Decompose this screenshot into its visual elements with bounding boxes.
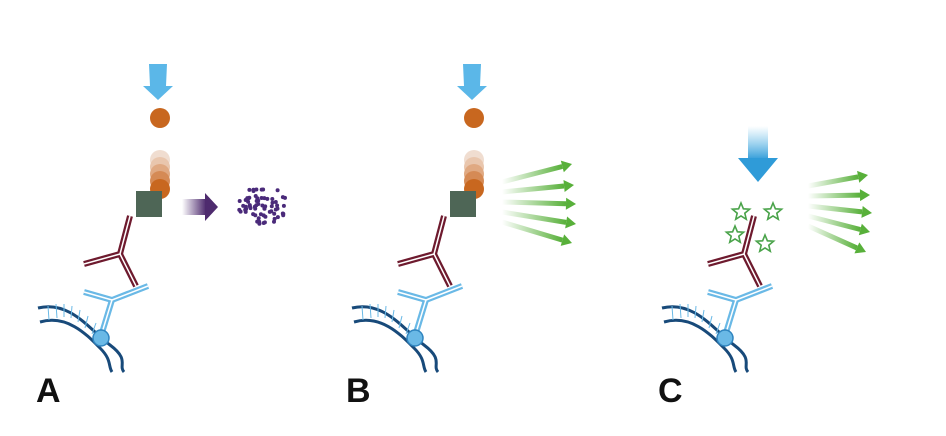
particle bbox=[247, 187, 252, 192]
fluorophore-star-icon bbox=[724, 200, 784, 254]
panel-a bbox=[37, 64, 287, 373]
enzyme-square-icon bbox=[136, 191, 162, 217]
emission-arrowhead bbox=[560, 160, 572, 173]
particle bbox=[280, 195, 285, 200]
panel-label-b: B bbox=[346, 372, 371, 410]
capture-node-icon bbox=[716, 329, 734, 347]
emission-arrowhead bbox=[861, 205, 872, 218]
fluorophore-star bbox=[730, 200, 752, 222]
particle bbox=[251, 187, 256, 192]
emission-arrow bbox=[501, 219, 564, 243]
emission-arrow bbox=[806, 223, 858, 251]
dna-strand-icon bbox=[37, 303, 126, 373]
dna-strand-icon bbox=[661, 303, 750, 373]
particle bbox=[260, 203, 265, 208]
emission-arrowhead bbox=[854, 242, 866, 254]
particle bbox=[256, 216, 261, 221]
particle bbox=[273, 207, 278, 212]
particle bbox=[248, 204, 252, 209]
emission-arrowhead bbox=[857, 170, 868, 183]
particle bbox=[243, 204, 248, 209]
emission-arrow bbox=[501, 183, 565, 195]
capture-node-icon bbox=[406, 329, 424, 347]
particle bbox=[267, 209, 272, 214]
particle bbox=[254, 199, 259, 203]
particle bbox=[281, 203, 286, 208]
dna-strand-icon bbox=[351, 303, 440, 373]
particle bbox=[269, 204, 274, 209]
emission-arrowhead bbox=[565, 216, 576, 229]
emission-arrows-icon bbox=[806, 170, 872, 254]
panel-label-c: C bbox=[658, 372, 683, 410]
emission-arrow bbox=[807, 174, 859, 189]
particle bbox=[253, 213, 258, 218]
emission-arrow bbox=[501, 199, 567, 207]
particle bbox=[253, 194, 258, 198]
particle bbox=[257, 221, 262, 226]
particle bbox=[273, 200, 278, 204]
fluorophore-star bbox=[724, 223, 746, 245]
particle bbox=[237, 199, 242, 203]
fluorophore-star bbox=[762, 200, 784, 222]
panel-c bbox=[661, 126, 872, 373]
particle bbox=[272, 216, 277, 221]
particle bbox=[254, 203, 259, 208]
particle bbox=[262, 220, 267, 225]
bead-icon bbox=[150, 108, 170, 128]
incident-light-arrow-icon bbox=[738, 126, 778, 182]
emission-arrow bbox=[807, 203, 863, 215]
particle bbox=[259, 187, 264, 192]
particle bbox=[262, 196, 267, 201]
particle bbox=[265, 196, 270, 201]
bead-stack bbox=[150, 150, 170, 199]
particle bbox=[245, 196, 250, 201]
emission-arrow bbox=[807, 213, 861, 232]
particle bbox=[237, 207, 242, 212]
product-arrow-icon bbox=[182, 193, 218, 221]
incident-light-arrow-icon bbox=[457, 64, 487, 100]
enzyme-square-icon bbox=[450, 191, 476, 217]
particle bbox=[270, 197, 275, 201]
particle bbox=[270, 200, 275, 205]
emission-arrow bbox=[501, 209, 567, 225]
particle bbox=[281, 213, 286, 218]
particle bbox=[272, 211, 277, 216]
detection-antibody-icon bbox=[83, 215, 139, 288]
particle bbox=[246, 199, 251, 204]
detection-antibody-icon bbox=[397, 215, 453, 288]
emission-arrowhead bbox=[560, 234, 572, 246]
emission-arrowhead bbox=[563, 179, 574, 192]
fluorophore-star bbox=[754, 232, 776, 254]
panel-label-a: A bbox=[36, 372, 61, 410]
emission-arrow bbox=[501, 164, 563, 185]
particle-cloud-icon bbox=[237, 187, 287, 226]
capture-node-icon bbox=[92, 329, 110, 347]
particle bbox=[275, 203, 280, 208]
emission-arrows-icon bbox=[501, 160, 576, 246]
particle bbox=[253, 206, 258, 211]
emission-arrowhead bbox=[858, 223, 870, 236]
emission-arrowhead bbox=[565, 197, 576, 210]
particle bbox=[254, 187, 259, 192]
particle bbox=[275, 188, 280, 193]
incident-light-arrow-icon bbox=[143, 64, 173, 100]
bead-icon bbox=[464, 108, 484, 128]
emission-arrowhead bbox=[859, 189, 870, 202]
particle bbox=[275, 215, 280, 220]
particle bbox=[261, 213, 266, 218]
emission-arrow bbox=[807, 192, 861, 199]
panel-b bbox=[351, 64, 576, 373]
